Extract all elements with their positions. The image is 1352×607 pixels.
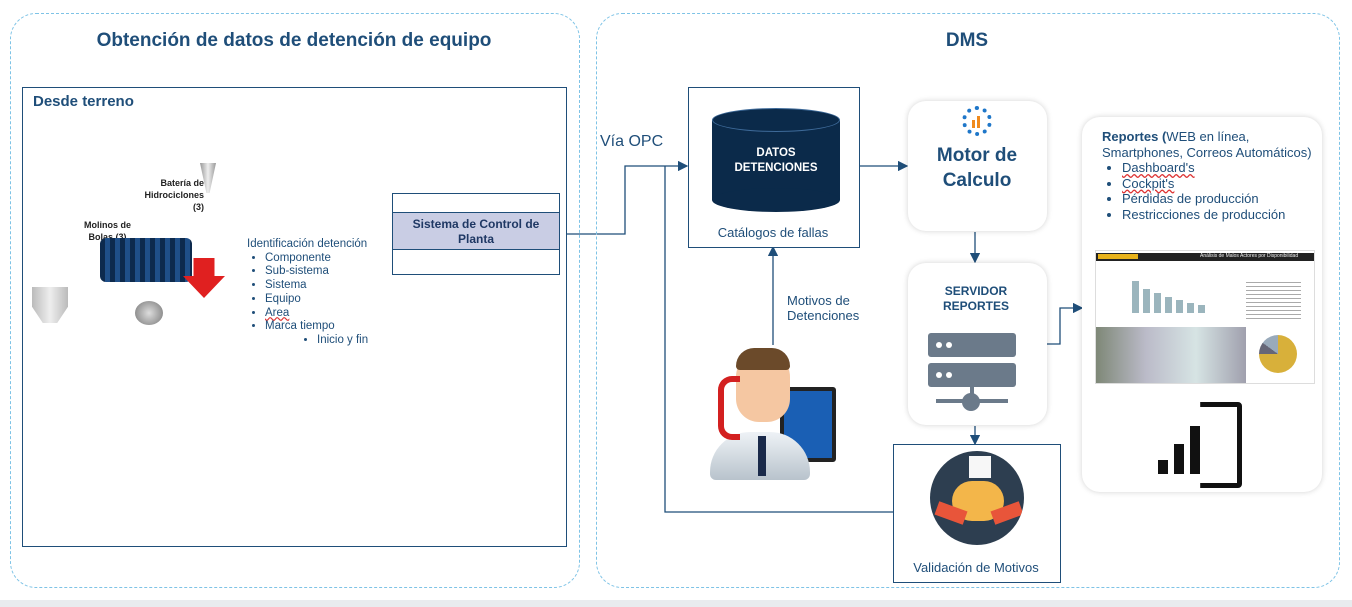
list-item: Sub-sistema xyxy=(265,265,368,279)
list-item: Sistema xyxy=(265,279,368,293)
control-system-box[interactable]: Sistema de Control de Planta xyxy=(392,193,560,275)
control-system-label: Sistema de Control de Planta xyxy=(393,212,559,250)
right-panel-title: DMS xyxy=(945,30,989,51)
list-item: Equipo xyxy=(265,293,368,307)
analytics-gear-icon xyxy=(962,106,992,136)
list-item: Marca tiempo xyxy=(265,320,368,334)
power-bi-icon xyxy=(1158,402,1244,488)
list-item: Componente xyxy=(265,252,368,266)
database-label: DATOS DETENCIONES xyxy=(734,147,818,174)
server-label: SERVIDOR REPORTES xyxy=(942,284,1009,313)
bottom-bar xyxy=(0,600,1352,607)
database-caption: Catálogos de fallas xyxy=(717,225,829,240)
list-item: Pérdidas de producción xyxy=(1122,191,1312,207)
via-opc-label: Vía OPC xyxy=(600,133,664,150)
right-panel xyxy=(596,13,1340,588)
list-item: Area xyxy=(265,307,368,321)
identification-list: Identificación detención Componente Sub-… xyxy=(247,238,368,348)
identification-heading: Identificación detención xyxy=(247,238,368,250)
reports-text: Reportes (WEB en línea, Smartphones, Cor… xyxy=(1102,129,1312,222)
ball-mill-icon xyxy=(100,238,192,282)
field-box-title: Desde terreno xyxy=(33,93,134,110)
database-icon: DATOS DETENCIONES xyxy=(712,108,840,212)
dashboard-thumbnail: Análisis de Malos Actores por Disponibil… xyxy=(1095,250,1315,384)
field-box xyxy=(22,87,567,547)
handshake-icon xyxy=(930,451,1024,545)
validation-label: Validación de Motivos xyxy=(913,560,1039,575)
list-item: Inicio y fin xyxy=(317,334,368,348)
hydrocyclone-label: Batería de Hidrociclones (3) xyxy=(144,178,204,212)
reports-heading: Reportes (WEB en línea, Smartphones, Cor… xyxy=(1102,129,1312,160)
motivos-label: Motivos de Detenciones xyxy=(787,293,860,323)
list-item: Cockpit's xyxy=(1122,176,1312,192)
list-item: Restricciones de producción xyxy=(1122,207,1312,223)
list-item: Dashboard's xyxy=(1122,160,1312,176)
left-panel-title: Obtención de datos de detención de equip… xyxy=(96,30,492,51)
pump-icon xyxy=(135,301,163,325)
mill-label: Molinos de Bolas (3) xyxy=(84,220,131,242)
operator-phone-icon xyxy=(700,340,840,480)
left-panel xyxy=(10,13,580,588)
dashboard-title: Análisis de Malos Actores por Disponibil… xyxy=(1200,253,1299,259)
motor-label: Motor de Calculo xyxy=(936,145,1018,191)
server-icon xyxy=(928,333,1016,415)
